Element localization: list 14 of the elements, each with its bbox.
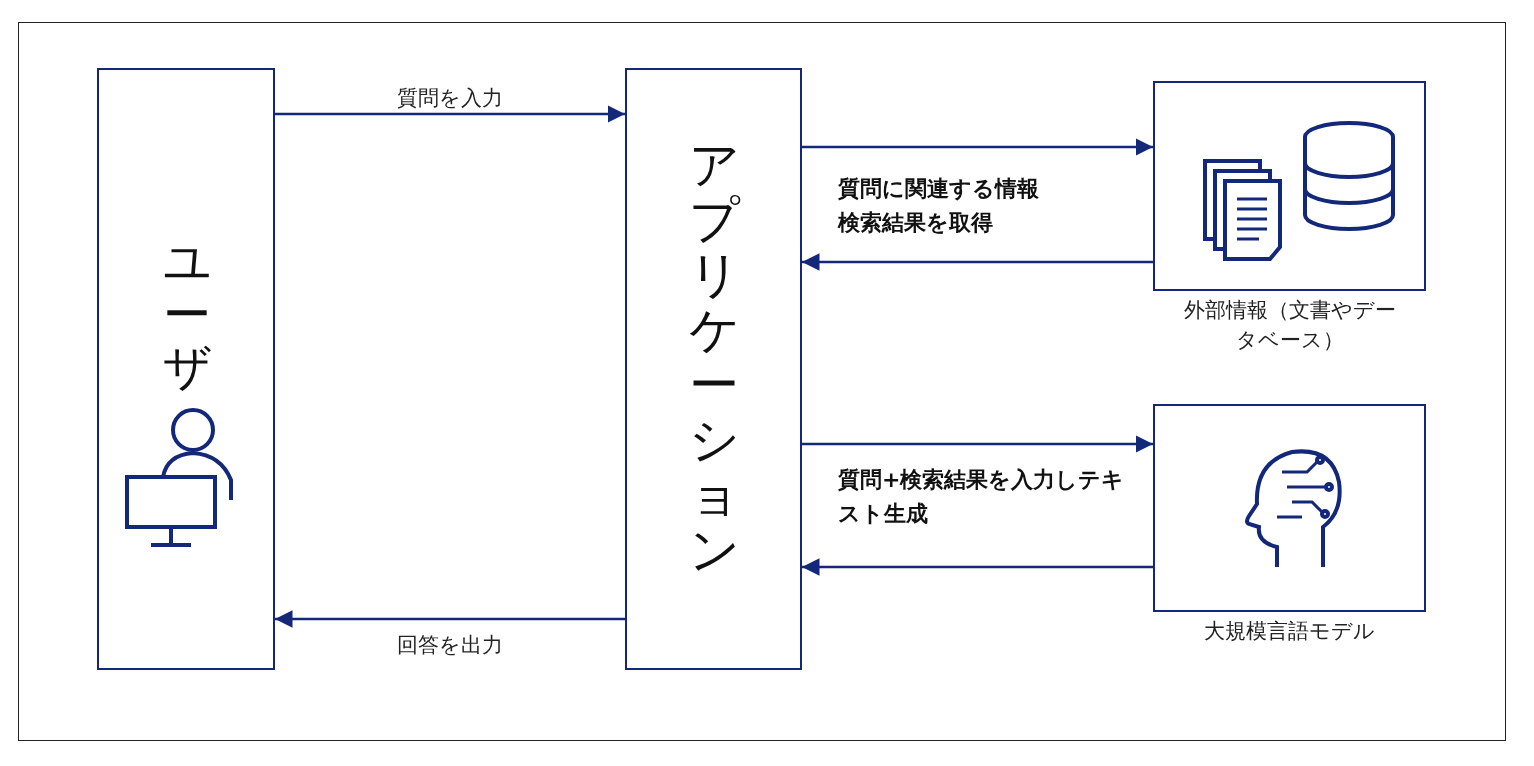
vertical-label: ユーザ	[163, 235, 211, 394]
user-box	[97, 68, 275, 670]
step-description: 質問に関連する情報検索結果を取得	[838, 175, 1040, 238]
arrow	[802, 138, 1153, 156]
step-description: 質問+検索結果を入力しテキスト生成	[838, 466, 1126, 529]
node-caption: 外部情報（文書やデータベース）	[1182, 297, 1397, 355]
vertical-label: アプリケーション	[689, 138, 739, 578]
arrow	[802, 435, 1153, 453]
arrow	[802, 558, 1153, 576]
arrow	[275, 610, 625, 628]
node-caption: 大規模言語モデル	[1203, 618, 1376, 645]
arrow	[275, 105, 625, 123]
arrow	[802, 253, 1153, 271]
application-box	[625, 68, 802, 670]
